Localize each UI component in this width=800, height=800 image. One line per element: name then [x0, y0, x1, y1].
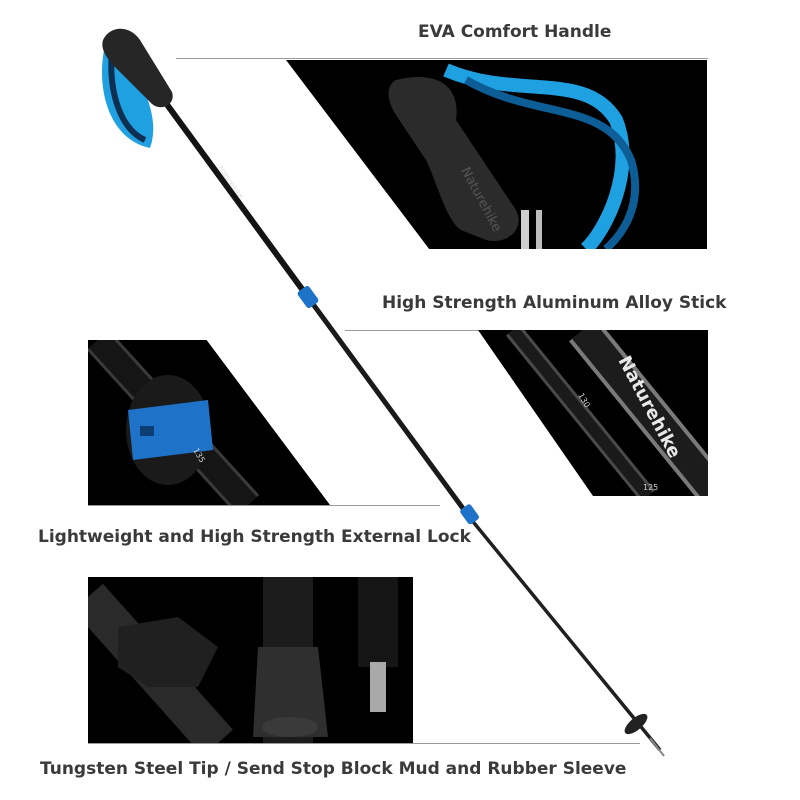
- tip-closeup-image: [88, 577, 413, 743]
- middle-shaft: [307, 298, 473, 520]
- upper-lock-clip: [297, 285, 319, 309]
- tungsten-tip-icon: [370, 662, 386, 712]
- lock-closeup-art: 135: [88, 340, 260, 505]
- leader-line-handle: [176, 58, 708, 59]
- mud-basket-icon: [118, 617, 218, 687]
- pole-tip: [649, 737, 665, 757]
- tip-closeup-art: [88, 577, 398, 743]
- rubber-sleeve-icon: [253, 647, 328, 737]
- stick-closeup-art: Naturehike 130 125: [506, 330, 708, 496]
- leader-line-tip: [88, 743, 640, 744]
- lower-shaft: [468, 516, 662, 752]
- pole-basket: [624, 713, 648, 735]
- lower-lock-clip: [460, 504, 479, 525]
- scale-mark-125: 125: [643, 483, 658, 492]
- caption-aluminum-stick: High Strength Aluminum Alloy Stick: [382, 293, 727, 313]
- upper-shaft: [157, 93, 313, 302]
- caption-steel-tip: Tungsten Steel Tip / Send Stop Block Mud…: [40, 759, 627, 779]
- lock-clip-icon: [140, 426, 154, 436]
- wrist-strap: [102, 45, 154, 148]
- handle-closeup-art: Naturehike: [388, 63, 640, 249]
- pole-handle: [102, 28, 173, 108]
- caption-eva-handle: EVA Comfort Handle: [418, 22, 612, 42]
- leader-line-lock: [88, 505, 440, 506]
- caption-external-lock: Lightweight and High Strength External L…: [38, 527, 471, 547]
